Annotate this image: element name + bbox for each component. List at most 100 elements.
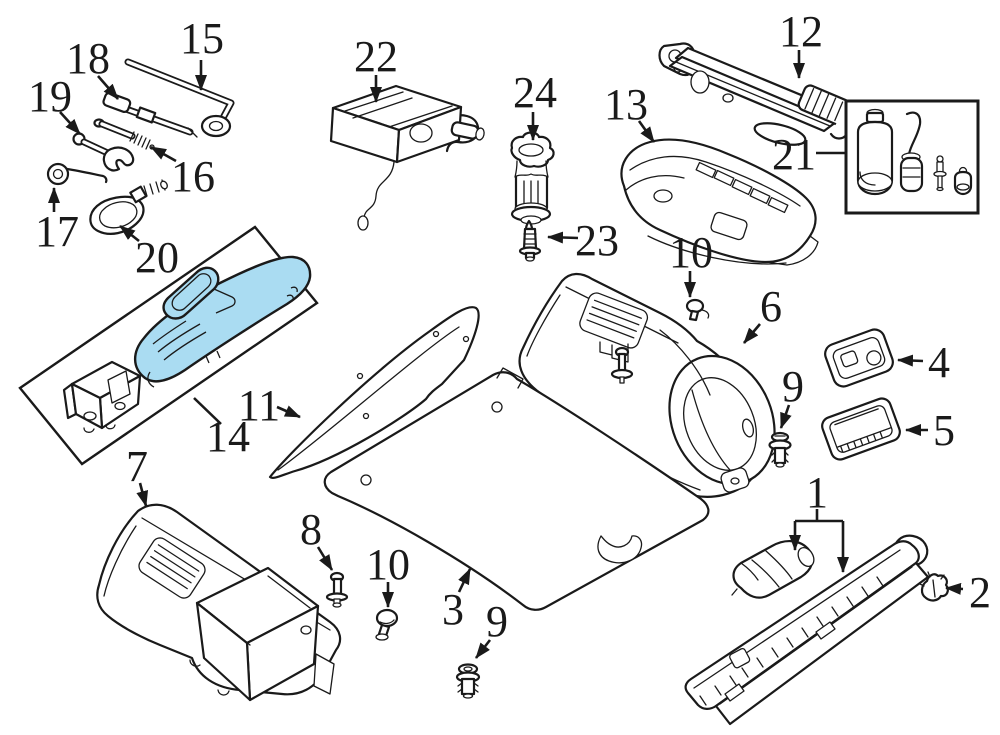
callout-label[interactable]: 1 (806, 468, 828, 517)
valve-cap (953, 166, 973, 196)
callout-arrow (276, 405, 301, 419)
part-wire-hook (46, 162, 108, 186)
callout-label[interactable]: 3 (442, 585, 464, 634)
callout-label[interactable]: 20 (135, 233, 179, 282)
callout-21[interactable]: 21 (772, 130, 846, 179)
callout-arrow (457, 568, 472, 593)
part-clip-9-bottom (455, 663, 481, 699)
callout-7[interactable]: 7 (126, 442, 149, 507)
part-side-trim-left (96, 503, 342, 702)
callout-label[interactable]: 10 (366, 540, 410, 589)
callout-3[interactable]: 3 (442, 568, 472, 634)
callout-label[interactable]: 17 (35, 207, 79, 256)
callout-arrow (547, 231, 579, 244)
part-side-trim-right (499, 272, 776, 498)
callout-5[interactable]: 5 (905, 406, 955, 455)
callout-arrow (119, 224, 140, 243)
callout-10-top[interactable]: 10 (669, 228, 713, 298)
callout-label[interactable]: 23 (575, 216, 619, 265)
callout-19[interactable]: 19 (28, 72, 81, 135)
part-insulation-mat (268, 306, 480, 479)
callout-label[interactable]: 21 (772, 130, 816, 179)
part-tow-hook (89, 179, 168, 235)
callout-13[interactable]: 13 (604, 80, 656, 143)
callout-arrow (743, 323, 761, 344)
callout-arrow (59, 111, 81, 135)
selection-box-14 (18, 225, 319, 466)
part-grille-5 (821, 397, 901, 461)
callout-label[interactable]: 18 (66, 34, 110, 83)
sealant-bottle (856, 108, 894, 196)
callout-label[interactable]: 7 (126, 442, 148, 491)
callout-12[interactable]: 12 (779, 7, 823, 79)
callout-label[interactable]: 15 (180, 14, 224, 63)
callout-label[interactable]: 14 (206, 412, 250, 461)
callout-label[interactable]: 19 (28, 72, 72, 121)
callout-11[interactable]: 11 (238, 381, 301, 430)
callout-label[interactable]: 22 (354, 32, 398, 81)
callout-label[interactable]: 5 (933, 406, 955, 455)
part-repair-kit (844, 99, 980, 215)
callout-arrow (474, 639, 492, 659)
callout-8[interactable]: 8 (300, 505, 334, 571)
callout-15[interactable]: 15 (180, 14, 224, 91)
callout-arrow (136, 482, 149, 507)
part-screw-rod (93, 118, 155, 150)
callout-17[interactable]: 17 (35, 187, 79, 256)
callout-label[interactable]: 4 (928, 338, 950, 387)
part-open-end-wrench (72, 132, 135, 172)
callout-22[interactable]: 22 (354, 32, 398, 103)
part-sill-plate (684, 534, 930, 726)
callout-4[interactable]: 4 (897, 338, 950, 387)
part-tool-tray-highlighted (133, 255, 312, 388)
part-spare-bracket (510, 131, 555, 225)
callout-9-bottom[interactable]: 9 (474, 597, 508, 659)
valve-core (933, 155, 947, 192)
callout-2[interactable]: 2 (945, 568, 991, 617)
callout-label[interactable]: 16 (171, 152, 215, 201)
part-clip-9-right (768, 431, 792, 468)
callout-6[interactable]: 6 (743, 282, 782, 344)
callout-label[interactable]: 9 (782, 362, 804, 411)
callout-1[interactable]: 1 (789, 468, 849, 573)
callout-arrow (779, 404, 792, 429)
part-clip-10-top (685, 298, 710, 322)
kit-hose (899, 111, 924, 193)
callout-arrow (897, 354, 924, 367)
callout-arrow (945, 582, 964, 595)
callout-16[interactable]: 16 (150, 145, 215, 201)
callout-label[interactable]: 2 (969, 568, 991, 617)
callout-label[interactable]: 9 (486, 597, 508, 646)
callout-20[interactable]: 20 (119, 224, 179, 282)
part-sill-end-cap (731, 540, 815, 599)
part-scissor-jack (658, 42, 857, 146)
callout-14[interactable]: 14 (193, 397, 250, 461)
callout-label[interactable]: 11 (238, 381, 280, 430)
part-rear-trim-panel (620, 138, 819, 266)
callout-label[interactable]: 8 (300, 505, 322, 554)
part-screw-23 (518, 219, 542, 262)
callout-label[interactable]: 13 (604, 80, 648, 129)
callout-arrow (637, 120, 656, 143)
part-bezel-4 (824, 328, 894, 388)
callout-label[interactable]: 10 (669, 228, 713, 277)
callout-18[interactable]: 18 (66, 34, 119, 100)
callout-arrow (316, 546, 334, 571)
callout-leader (193, 397, 222, 425)
callout-arrow (97, 75, 119, 100)
callout-label[interactable]: 6 (760, 282, 782, 331)
callout-24[interactable]: 24 (513, 68, 557, 141)
callout-arrow (150, 145, 177, 163)
callout-9-right[interactable]: 9 (779, 362, 804, 429)
part-screw-8 (325, 571, 349, 608)
part-mounting-bracket (62, 360, 142, 433)
part-air-compressor (329, 84, 485, 231)
part-floor-mat (323, 367, 710, 611)
callout-label[interactable]: 12 (779, 7, 823, 56)
callout-10-bottom[interactable]: 10 (366, 540, 410, 608)
callout-23[interactable]: 23 (547, 216, 619, 265)
callout-label[interactable]: 24 (513, 68, 557, 117)
